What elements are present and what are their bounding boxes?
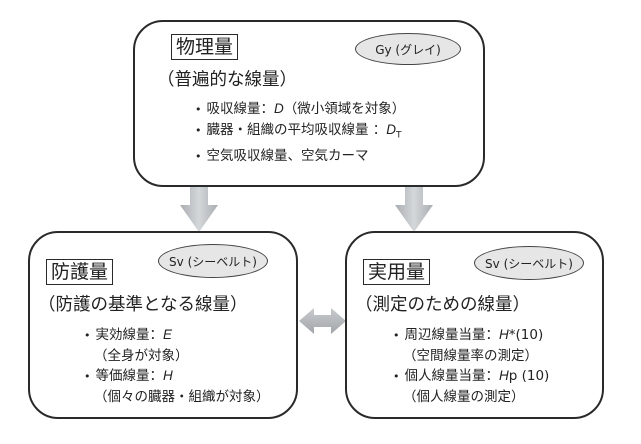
list-item: 空気吸収線量、空気カーマ: [195, 146, 405, 167]
protection-quantity-subtitle: （防護の基準となる線量）: [38, 295, 248, 315]
physical-quantity-subtitle: （普遍的な線量）: [157, 70, 297, 90]
physical-quantity-box: 物理量 Gy (グレイ) （普遍的な線量） 吸収線量：D（微小領域を対象） 臓器…: [133, 20, 485, 187]
list-item-note: （空間線量率の測定）: [403, 348, 538, 364]
arrow-down-right: [395, 186, 433, 232]
operational-quantity-list: 周辺線量当量：H*(10) （空間線量率の測定） 個人線量当量：Hp (10) …: [393, 325, 549, 407]
unit-ellipse-sv-right: Sv (シーベルト): [474, 246, 584, 280]
operational-quantity-title: 実用量: [363, 259, 431, 285]
list-item: 吸収線量：D（微小領域を対象）: [195, 99, 406, 120]
list-item: 等価線量：H: [84, 366, 270, 387]
list-item: 臓器・組織の平均吸収線量 ：DT: [195, 120, 405, 146]
protection-quantity-list: 実効線量：E （全身が対象） 等価線量：H （個々の臓器・組織が対象）: [84, 325, 270, 407]
operational-quantity-box: 実用量 Sv (シーベルト) （測定のための線量） 周辺線量当量：H*(10) …: [345, 231, 604, 419]
protection-quantity-title: 防護量: [46, 259, 114, 285]
protection-quantity-box: 防護量 Sv (シーベルト) （防護の基準となる線量） 実効線量：E （全身が対…: [28, 231, 298, 419]
physical-quantity-list: 吸収線量：D（微小領域を対象） 臓器・組織の平均吸収線量 ：DT 空気吸収線量、…: [195, 99, 406, 167]
operational-quantity-subtitle: （測定のための線量）: [355, 295, 530, 315]
list-item-note: （全身が対象）: [94, 348, 189, 364]
list-item-note: （個人線量の測定）: [403, 389, 525, 405]
arrow-bidirectional: [299, 308, 346, 334]
list-item: 実効線量：E: [84, 325, 270, 346]
list-item: 個人線量当量：Hp (10): [393, 366, 550, 387]
arrow-down-left: [180, 186, 218, 232]
physical-quantity-title: 物理量: [171, 34, 239, 60]
unit-ellipse-sv-left: Sv (シーベルト): [158, 244, 268, 278]
list-item-note: （個々の臓器・組織が対象）: [94, 389, 270, 405]
list-item: 周辺線量当量：H*(10): [393, 325, 549, 346]
unit-ellipse-gy: Gy (グレイ): [355, 33, 461, 65]
